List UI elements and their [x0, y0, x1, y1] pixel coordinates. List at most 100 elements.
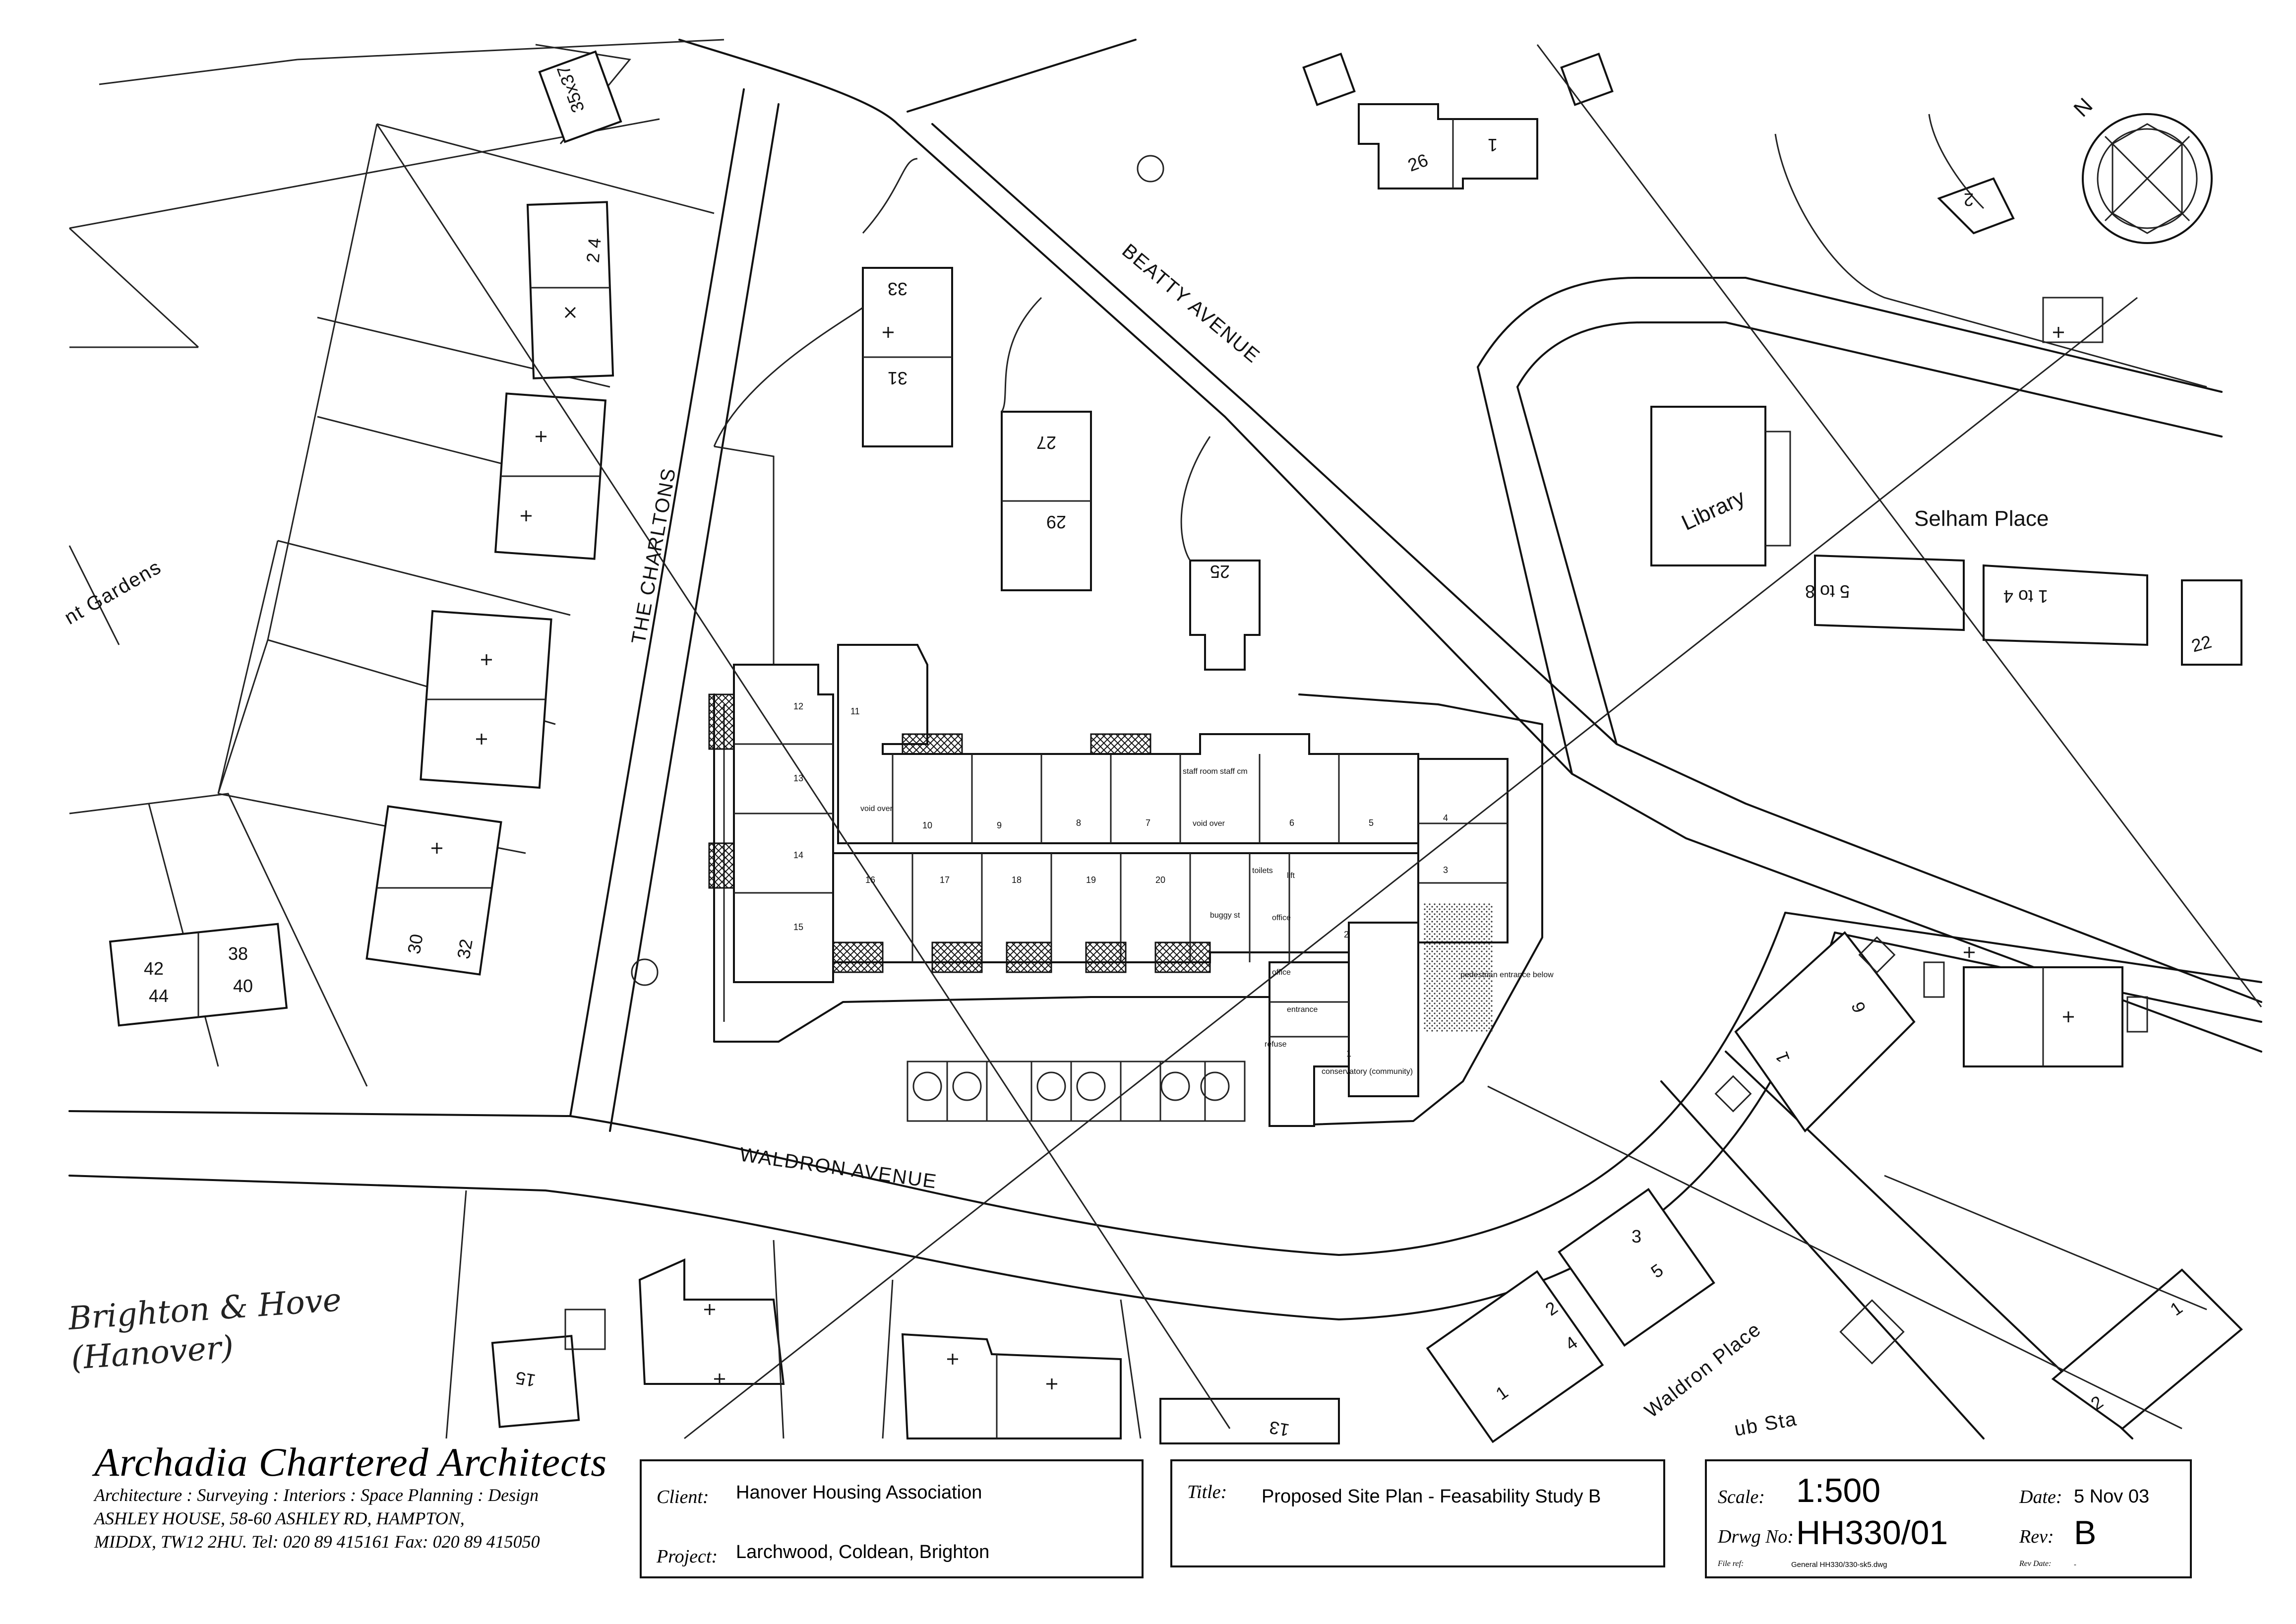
plot-40: 40 — [233, 976, 253, 996]
plot-13: 13 — [1268, 1417, 1291, 1440]
title-value: Proposed Site Plan - Feasability Study B — [1262, 1486, 1601, 1507]
unit-15: 15 — [793, 922, 803, 932]
plot-25: 25 — [1210, 562, 1230, 582]
north-arrow: N — [2069, 93, 2213, 244]
room-entrance: entrance — [1287, 1005, 1318, 1014]
road-label-selham: Selham Place — [1914, 506, 2049, 531]
room-staff-room: staff room — [1183, 767, 1218, 776]
road-label-waldron-avenue: WALDRON AVENUE — [738, 1143, 939, 1192]
room-office-a: office — [1272, 914, 1291, 922]
date-label: Date: — [2019, 1487, 2062, 1507]
drawing-number-label: Drwg No: — [1718, 1526, 1794, 1547]
room-lift: lift — [1287, 872, 1295, 880]
room-staff-cm: staff cm — [1220, 767, 1248, 776]
top-right-buildings — [1302, 53, 2242, 666]
plot-30: 30 — [404, 933, 427, 956]
room-void-over-a: void over — [860, 805, 893, 813]
unit-13: 13 — [793, 773, 803, 783]
unit-9: 9 — [997, 820, 1002, 830]
room-toilets: toilets — [1252, 867, 1273, 875]
room-office-b: office — [1272, 968, 1291, 977]
plot-1-top: 1 — [1488, 135, 1498, 155]
unit-3: 3 — [1443, 865, 1448, 875]
firm-services: Architecture : Surveying : Interiors : S… — [94, 1485, 539, 1505]
unit-11: 11 — [850, 706, 860, 716]
top-middle-buildings — [713, 158, 1261, 694]
plot-33: 33 — [888, 279, 907, 299]
room-labels: staff room staff cm void over void over … — [860, 767, 1554, 1076]
road-label-waldron-place: Waldron Place — [1640, 1318, 1765, 1422]
plot-2-right: 2 — [1964, 189, 1974, 210]
rev-label: Rev: — [2019, 1526, 2054, 1547]
road-label-beatty: BEATTY AVENUE — [1118, 240, 1264, 368]
unit-14: 14 — [793, 850, 803, 860]
rev-date-value: - — [2074, 1561, 2076, 1569]
plot-29: 29 — [1046, 512, 1066, 532]
left-plot-buildings — [109, 50, 622, 1027]
scale-label: Scale: — [1718, 1487, 1765, 1507]
drawing-number-value: HH330/01 — [1796, 1514, 1948, 1552]
unit-4: 4 — [1443, 813, 1448, 823]
file-ref-value: General HH330/330-sk5.dwg — [1791, 1561, 1887, 1569]
unit-10: 10 — [922, 820, 932, 830]
unit-19: 19 — [1086, 875, 1096, 885]
scale-value: 1:500 — [1796, 1472, 1881, 1509]
road-the-charltons — [569, 88, 780, 1132]
room-pedestrian: pedestrian entrance below — [1460, 971, 1554, 979]
plot-38: 38 — [228, 943, 248, 964]
road-label-gardens: nt Gardens — [61, 556, 166, 629]
unit-8: 8 — [1076, 818, 1081, 828]
client-value: Hanover Housing Association — [736, 1482, 982, 1503]
road-label-partial: ub Sta — [1733, 1408, 1799, 1440]
plot-44: 44 — [149, 986, 169, 1006]
unit-16: 16 — [865, 875, 875, 885]
unit-2: 2 — [1344, 930, 1349, 939]
north-label: N — [2069, 93, 2097, 122]
plot-numbers: 35x37 2 4 33 31 26 1 27 29 25 2 5 to 8 1… — [144, 62, 2214, 1440]
plot-3: 3 — [1631, 1226, 1641, 1247]
plot-2-4: 2 4 — [582, 237, 604, 263]
project-value: Larchwood, Coldean, Brighton — [736, 1542, 990, 1562]
title-box: Title: Proposed Site Plan - Feasability … — [1170, 1459, 1665, 1567]
room-conservatory: conservatory (community) — [1322, 1067, 1413, 1076]
plot-42: 42 — [144, 958, 164, 979]
room-refuse: refuse — [1265, 1040, 1287, 1049]
firm-address-2: MIDDX, TW12 2HU. Tel: 020 89 415161 Fax:… — [94, 1531, 540, 1552]
rev-date-label: Rev Date: — [2019, 1560, 2052, 1568]
road-selham-place — [1477, 277, 2223, 775]
firm-block: Archadia Chartered Architects Architectu… — [94, 1439, 620, 1553]
rev-value: B — [2074, 1514, 2097, 1552]
client-label: Client: — [657, 1487, 709, 1507]
scale-box: Scale: 1:500 Drwg No: HH330/01 File ref:… — [1705, 1459, 2192, 1578]
unit-5: 5 — [1369, 818, 1374, 828]
main-development — [631, 155, 1543, 1127]
room-buggy: buggy st — [1210, 911, 1240, 920]
unit-7: 7 — [1146, 818, 1150, 828]
unit-1: 1 — [1346, 1049, 1351, 1059]
unit-18: 18 — [1012, 875, 1022, 885]
plot-31: 31 — [888, 368, 907, 388]
plot-1to4: 1 to 4 — [2003, 586, 2048, 607]
plot-27: 27 — [1036, 433, 1056, 453]
unit-numbers: 12 11 13 14 15 10 9 8 7 6 5 4 3 2 1 16 1… — [793, 701, 1448, 1059]
unit-17: 17 — [940, 875, 950, 885]
unit-20: 20 — [1155, 875, 1165, 885]
road-waldron-avenue — [68, 912, 2262, 1320]
unit-12: 12 — [793, 701, 803, 711]
plot-32: 32 — [453, 937, 477, 961]
plot-5to8: 5 to 8 — [1805, 581, 1850, 602]
title-label: Title: — [1187, 1482, 1227, 1502]
construction-lines — [376, 44, 2262, 1439]
project-label: Project: — [657, 1546, 718, 1567]
client-box: Client: Hanover Housing Association Proj… — [640, 1459, 1144, 1578]
unit-6: 6 — [1289, 818, 1294, 828]
plot-15: 15 — [514, 1368, 537, 1391]
bottom-right-buildings — [1426, 931, 2243, 1443]
room-void-over-b: void over — [1193, 819, 1225, 828]
file-ref-label: File ref: — [1718, 1560, 1744, 1568]
date-value: 5 Nov 03 — [2074, 1486, 2150, 1507]
firm-address-1: ASHLEY HOUSE, 58-60 ASHLEY RD, HAMPTON, — [94, 1508, 465, 1528]
bottom-left-buildings — [445, 1190, 1340, 1444]
firm-name: Archadia Chartered Architects — [94, 1439, 607, 1485]
